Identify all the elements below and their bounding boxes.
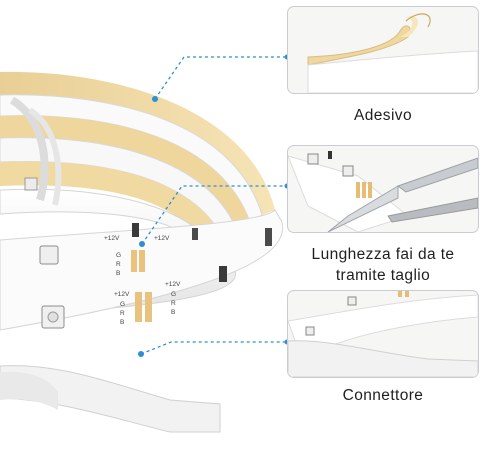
adhesive-caption-text: Adesivo bbox=[354, 107, 412, 124]
connector-panel bbox=[287, 290, 479, 378]
connector-icon bbox=[288, 291, 478, 377]
strip-label-g: G bbox=[171, 291, 176, 298]
resistor-chip bbox=[132, 223, 139, 237]
resistor-chip bbox=[219, 266, 227, 282]
strip-label-b: B bbox=[171, 309, 175, 316]
strip-label-power: +12V bbox=[114, 291, 130, 298]
led-chip bbox=[24, 177, 38, 191]
scissors-icon bbox=[288, 151, 478, 232]
strip-label-r: R bbox=[120, 310, 125, 317]
cut-caption-line-2: tramite taglio bbox=[335, 267, 431, 284]
cut-panel bbox=[287, 145, 479, 233]
adhesive-panel bbox=[287, 6, 479, 94]
strip-label-b: B bbox=[116, 270, 120, 277]
strip-label-g: G bbox=[120, 301, 125, 308]
connector-caption-text: Connettore bbox=[342, 387, 424, 404]
strip-label-power: +12V bbox=[154, 235, 170, 242]
strip-label-r: R bbox=[116, 261, 121, 268]
cut-caption: Lunghezza fai da te tramite taglio bbox=[283, 244, 483, 286]
strip-coil bbox=[0, 71, 284, 331]
coil-edge bbox=[28, 107, 62, 206]
led-chip bbox=[39, 245, 59, 265]
coil-edge bbox=[9, 96, 49, 202]
callout-lines bbox=[140, 56, 287, 355]
strip-label-power: +12V bbox=[165, 281, 181, 288]
adhesive-backing bbox=[0, 115, 250, 228]
adhesive-tape-icon bbox=[307, 13, 478, 93]
strip-label-r: R bbox=[171, 300, 176, 307]
resistor-chip bbox=[265, 228, 272, 246]
copper-pads bbox=[131, 250, 152, 322]
strip-label-b: B bbox=[120, 319, 124, 326]
strip-label-g: G bbox=[116, 252, 121, 259]
connector-caption: Connettore bbox=[283, 385, 483, 406]
resistor-chip bbox=[192, 228, 198, 240]
adhesive-backing bbox=[0, 71, 275, 216]
cut-caption-line-1: Lunghezza fai da te bbox=[311, 246, 455, 263]
adhesive-caption: Adesivo bbox=[283, 105, 483, 126]
connector-cable bbox=[0, 371, 58, 410]
strip-label-power: +12V bbox=[104, 235, 120, 242]
